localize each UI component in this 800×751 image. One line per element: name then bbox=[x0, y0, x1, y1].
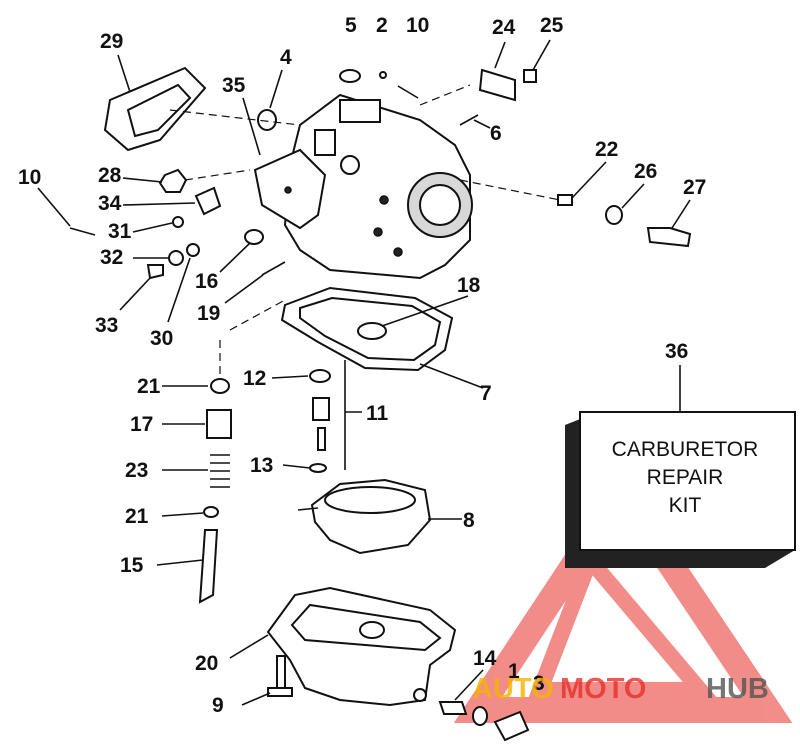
callout-label: 22 bbox=[595, 138, 618, 161]
watermark-text-auto: AUTO bbox=[472, 673, 554, 705]
callout-label: 18 bbox=[457, 274, 481, 297]
watermark-text-moto: MOTO bbox=[560, 673, 646, 705]
carburetor-body-part bbox=[253, 93, 473, 280]
callout-label: 21 bbox=[125, 505, 149, 528]
bowl-gasket-part bbox=[280, 286, 454, 372]
repair-kit-box: CARBURETOR REPAIR KIT bbox=[565, 411, 796, 568]
callout-label: 5 bbox=[345, 14, 357, 37]
callout-label: 31 bbox=[108, 220, 132, 243]
callout-label: 7 bbox=[480, 382, 492, 405]
watermark-text-hub: HUB bbox=[706, 673, 769, 705]
mixture-needle-stack bbox=[198, 378, 232, 604]
callout-label: 28 bbox=[98, 164, 122, 187]
callout-label: 4 bbox=[280, 46, 292, 69]
small-parts bbox=[69, 66, 692, 280]
callout-label: 29 bbox=[100, 30, 123, 53]
callout-label: 8 bbox=[463, 509, 475, 532]
callout-label: 27 bbox=[683, 176, 706, 199]
callout-label: 2 bbox=[376, 14, 388, 37]
callout-label: 19 bbox=[197, 302, 220, 325]
needle-seat-parts bbox=[309, 369, 331, 473]
callout-label: 6 bbox=[490, 122, 502, 145]
callout-label: 14 bbox=[473, 647, 497, 670]
callout-label: 30 bbox=[150, 327, 173, 350]
callout-label: 9 bbox=[212, 694, 224, 717]
callout-label: 34 bbox=[98, 192, 122, 215]
callout-label: 36 bbox=[665, 340, 688, 363]
float-part bbox=[297, 478, 432, 555]
watermark-logo-triangle bbox=[453, 468, 793, 723]
callout-label: 13 bbox=[250, 454, 273, 477]
alignment-lines bbox=[169, 84, 561, 470]
callout-label: 1 bbox=[508, 660, 520, 683]
callout-label: 15 bbox=[120, 554, 144, 577]
callout-label: 11 bbox=[366, 402, 389, 425]
callout-label: 25 bbox=[540, 14, 564, 37]
callout-label: 26 bbox=[634, 160, 657, 183]
callout-label: 33 bbox=[95, 314, 118, 337]
callout-label: 23 bbox=[125, 459, 148, 482]
callout-label: 10 bbox=[406, 14, 429, 37]
kit-line-2: REPAIR bbox=[647, 466, 724, 489]
callout-label: 3 bbox=[533, 672, 545, 695]
kit-line-1: CARBURETOR bbox=[612, 438, 759, 461]
callout-label: 35 bbox=[222, 74, 246, 97]
callout-label: 32 bbox=[100, 246, 123, 269]
callout-labels: 29 5 2 10 24 25 4 35 6 22 26 27 10 28 34… bbox=[18, 14, 706, 717]
callout-label: 21 bbox=[137, 375, 161, 398]
float-bowl-part bbox=[266, 586, 457, 707]
kit-line-3: KIT bbox=[669, 494, 702, 517]
callout-label: 16 bbox=[195, 270, 218, 293]
callout-label: 17 bbox=[130, 413, 153, 436]
callout-label: 24 bbox=[492, 16, 516, 39]
callout-leaders bbox=[37, 39, 691, 706]
callout-label: 10 bbox=[18, 166, 41, 189]
callout-label: 20 bbox=[195, 652, 218, 675]
watermark-logo-text: AUTO MOTO HUB bbox=[472, 673, 769, 705]
bottom-screws bbox=[267, 655, 530, 742]
callout-label: 12 bbox=[243, 367, 266, 390]
